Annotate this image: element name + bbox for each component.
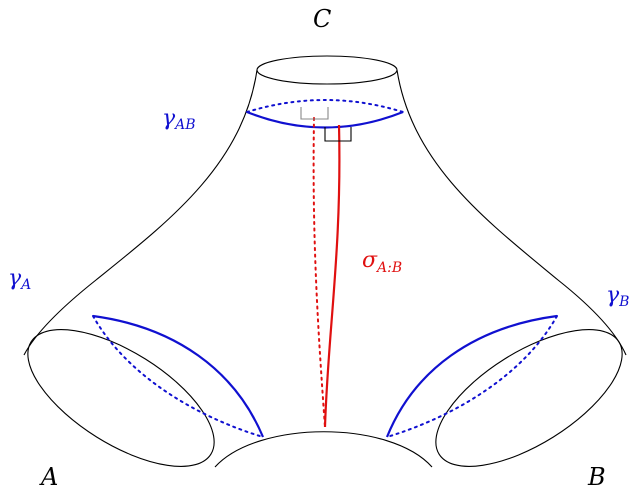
gamma-B-back: [386, 315, 558, 438]
right-angle-marker-front: [324, 127, 352, 142]
label-A: A: [39, 463, 58, 491]
gamma-B-front: [385, 314, 558, 438]
label-B: B: [587, 463, 606, 491]
gamma-AB-back: [246, 99, 404, 113]
label-C: C: [313, 5, 331, 33]
left-side-outline: [23, 69, 258, 356]
surface-outline: [23, 55, 627, 468]
sigma-arc-back: [312, 117, 326, 428]
cuff-C: [256, 55, 398, 85]
label-gamma-AB: γAB: [162, 106, 196, 133]
sigma-arc-front: [323, 124, 341, 428]
gamma-A-front: [92, 314, 265, 438]
gamma-A-back: [92, 315, 264, 438]
label-gamma-B: γB: [606, 283, 629, 310]
label-gamma-A: γA: [8, 266, 31, 293]
cuff-A: [27, 329, 215, 467]
label-sigma-AB: σA:B: [362, 248, 402, 276]
geodesics-hidden: [92, 99, 558, 438]
geodesics: [92, 110, 558, 438]
right-side-outline: [396, 69, 627, 356]
crotch-outline: [214, 431, 433, 468]
right-angle-marker-back: [300, 107, 329, 120]
gamma-AB-front: [246, 110, 404, 129]
